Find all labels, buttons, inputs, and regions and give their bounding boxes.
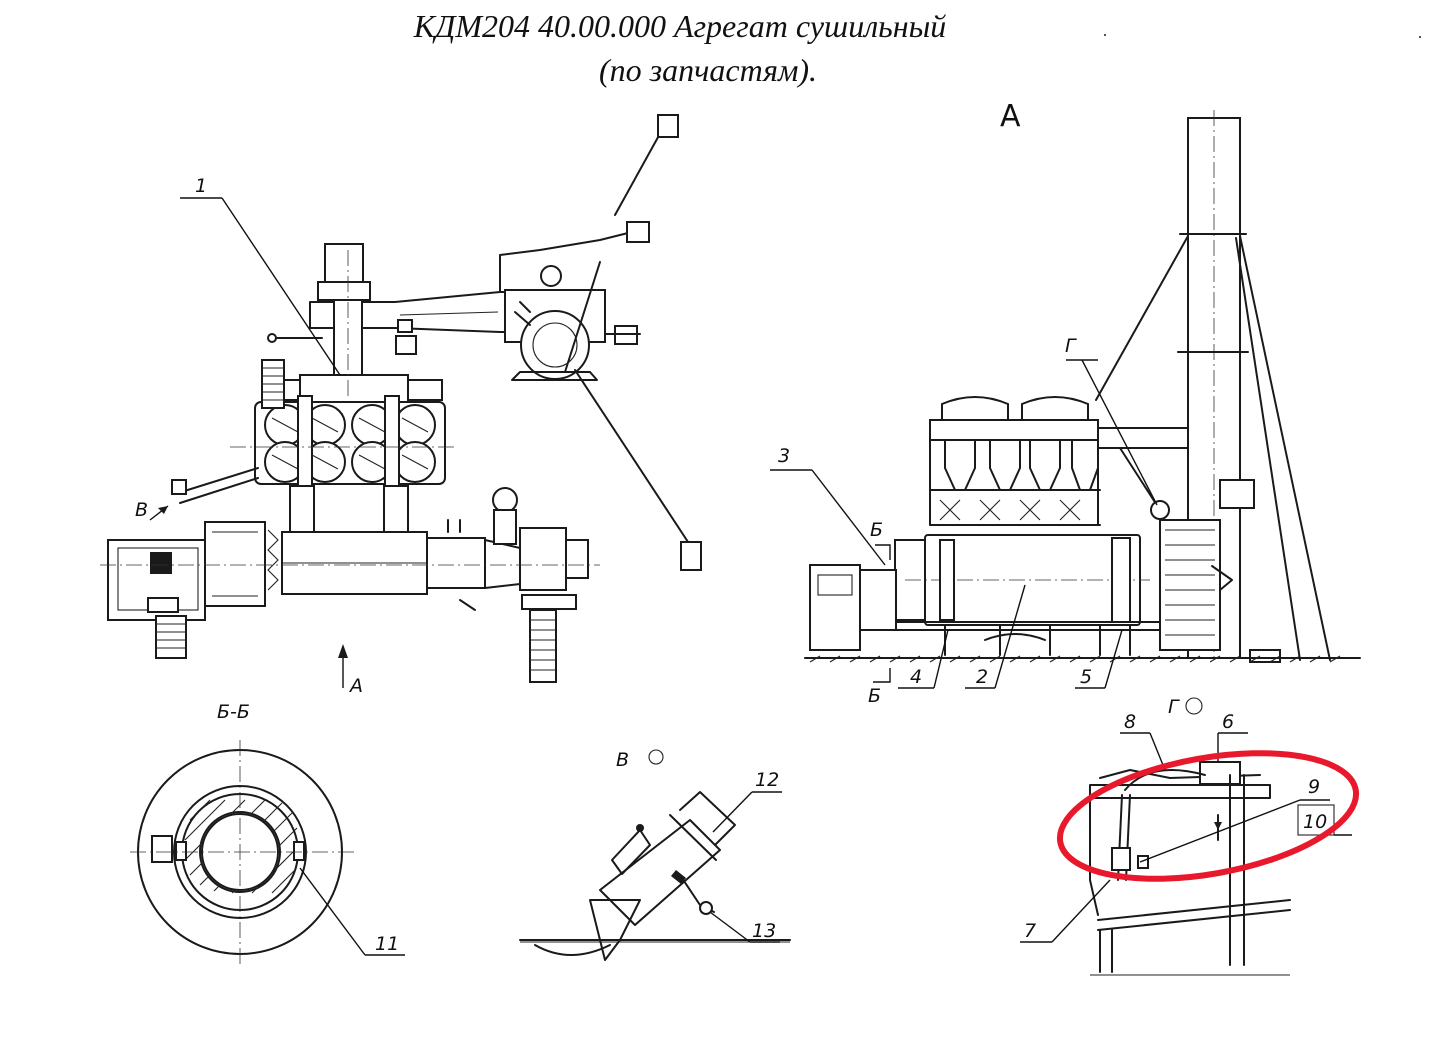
view-v-detail [519, 791, 791, 961]
plan-view [100, 114, 702, 683]
mark-g-label: Г [1065, 335, 1077, 357]
callout-label-7: 7 [1024, 920, 1036, 942]
callout-label-5: 5 [1080, 666, 1092, 688]
arrow-v-label: В [135, 499, 148, 521]
callout-label-9: 9 [1308, 776, 1320, 798]
callout-label-10: 10 [1303, 811, 1327, 833]
cut-marks-b: Б Б [868, 519, 891, 707]
view-v-title-label: В [616, 749, 629, 771]
callout-label-2: 2 [976, 666, 988, 688]
view-v-title: В [616, 749, 664, 771]
callout-1: 1 [180, 175, 341, 376]
callout-label-12: 12 [755, 769, 779, 791]
view-g-title: Г [1168, 696, 1203, 718]
callout-label-1: 1 [195, 175, 207, 197]
callout-5: 5 [1075, 629, 1123, 689]
callout-7: 7 [1020, 879, 1111, 943]
callout-2: 2 [965, 584, 1026, 689]
callout-10: 10 [1297, 804, 1352, 836]
callout-label-13: 13 [752, 920, 776, 942]
view-v-arrow: В [135, 499, 169, 521]
drying-drum-plan [204, 487, 589, 611]
drawing-title: КДМ204 40.00.000 Агрегат сушильный [413, 8, 947, 44]
callout-label-11: 11 [375, 933, 399, 955]
section-bb [130, 740, 355, 965]
arrow-a-label: А [348, 675, 363, 697]
callout-label-3: 3 [778, 445, 790, 467]
callout-12: 12 [712, 769, 782, 833]
side-view-a [804, 110, 1361, 663]
callout-4: 4 [898, 629, 949, 689]
drawing-subtitle: (по запчастям). [598, 52, 818, 88]
callout-3: 3 [770, 445, 886, 566]
cut-b-top-label: Б [870, 519, 883, 541]
cut-b-bottom-label: Б [868, 685, 881, 707]
highlight-ring [1056, 750, 1360, 882]
callout-11: 11 [299, 867, 405, 956]
callout-label-8: 8 [1124, 711, 1136, 733]
view-a-title: А [1000, 99, 1021, 134]
drying-drum-side [879, 534, 1161, 631]
cyclone-battery [254, 395, 446, 493]
callout-g: Г [1065, 335, 1158, 506]
callout-13: 13 [709, 911, 780, 943]
callout-9: 9 [1139, 776, 1330, 863]
section-bb-title: Б-Б [217, 701, 250, 723]
callout-8: 8 [1120, 711, 1166, 771]
callout-label-4: 4 [910, 666, 922, 688]
callout-label-6: 6 [1222, 711, 1234, 733]
view-g-title-label: Г [1168, 696, 1180, 718]
view-a-arrow: А [338, 644, 363, 697]
view-g-detail [1089, 761, 1291, 976]
